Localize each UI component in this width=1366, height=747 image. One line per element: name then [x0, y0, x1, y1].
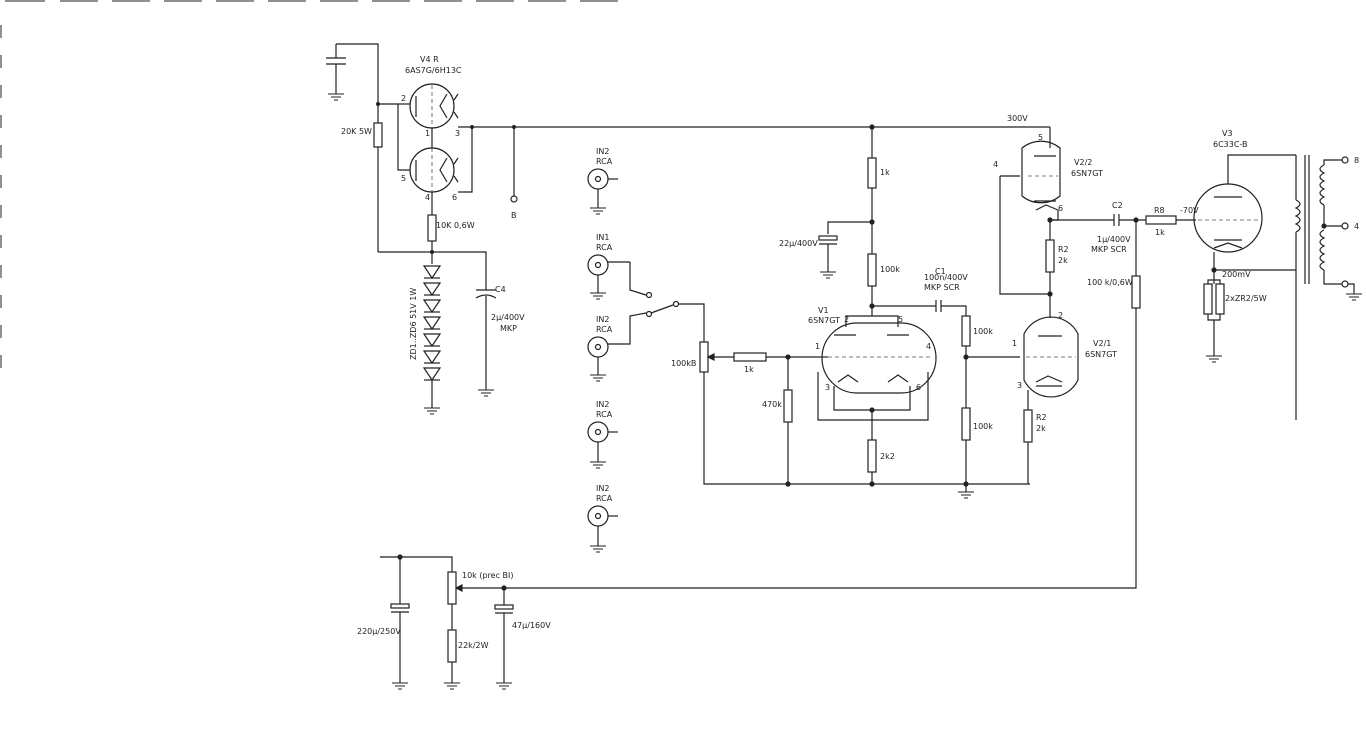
c1-value-label: 100n/400V [924, 273, 968, 282]
c4-label: C4 [495, 285, 506, 294]
resistor-10k [427, 214, 437, 242]
output-4-label: 4 [1354, 222, 1359, 231]
v3-label: V3 [1222, 129, 1233, 138]
v1-stage: 1k 22µ/400V 100k V1 6SN7GT 2 5 1 4 3 6 2… [779, 124, 1029, 499]
v3-type-label: 6C33C-B [1213, 140, 1248, 149]
r-1k-plate-label: 1k [880, 168, 890, 177]
v-minus70-label: -70V [1180, 206, 1199, 215]
v2-2-label: V2/2 [1074, 158, 1092, 167]
v3-output-stage: -70V V3 6C33C-B 200mV 2xZR2/5W 8 4 [1180, 129, 1362, 420]
in2-b-label: IN2 [596, 315, 609, 324]
v1-pin-1: 1 [815, 342, 820, 351]
r-2k2-label: 2k2 [880, 452, 895, 461]
v4-regulator-section: V4 R 6AS7G/6H13C 20K 5W 10K 0,6W ZD1..ZD… [326, 43, 1050, 415]
v4-pin-5: 5 [401, 174, 406, 183]
c4-type-label: MKP [500, 324, 517, 333]
v4-pin-1: 1 [425, 129, 430, 138]
r-100k-06w-label: 100 k/0,6W [1087, 278, 1133, 287]
rca-e-label: RCA [596, 494, 613, 503]
zener-stack [422, 265, 442, 382]
resistor-20k [373, 122, 383, 148]
v2-2-pin-5: 5 [1038, 133, 1043, 142]
cap-22u-label: 22µ/400V [779, 239, 818, 248]
pot-100kb-label: 100kB [671, 359, 696, 368]
v2-1-pin-1: 1 [1012, 339, 1017, 348]
r-100k-c-label: 100k [973, 422, 993, 431]
cap-220u-label: 220µ/250V [357, 627, 401, 636]
300v-label: 300V [1007, 114, 1028, 123]
v4-label: V4 R [420, 55, 439, 64]
r2-a-label: R2 [1058, 245, 1069, 254]
pot-10k-label: 10k (prec BI) [462, 571, 514, 580]
r-2x2r2-label: 2xZR2/5W [1225, 294, 1267, 303]
r-470k-label: 470k [762, 400, 782, 409]
v4-pin-6: 6 [452, 193, 457, 202]
output-8-label: 8 [1354, 156, 1359, 165]
bias-supply-section: 10k (prec BI) 220µ/250V 22k/2W 47µ/160V [357, 554, 551, 690]
v4-pin-4: 4 [425, 193, 430, 202]
input-section: IN2 RCA IN1 RCA IN2 RCA IN2 RCA IN2 RCA … [587, 147, 1030, 553]
in2-a-label: IN2 [596, 147, 609, 156]
zener-label: ZD1..ZD6 51V 1W [409, 288, 418, 360]
in1-label: IN1 [596, 233, 609, 242]
v1-pin-5: 5 [898, 315, 903, 324]
in2-c-label: IN2 [596, 400, 609, 409]
v4-type-label: 6AS7G/6H13C [405, 66, 462, 75]
node-b-label: B [511, 211, 517, 220]
rca-d-label: RCA [596, 410, 613, 419]
c2-label: C2 [1112, 201, 1123, 210]
v2-stage: 300V V2/2 6SN7GT 5 4 6 R2 2k V2/1 6SN7GT… [454, 114, 1196, 592]
r-22k-label: 22k/2W [458, 641, 489, 650]
rca-a-label: RCA [596, 157, 613, 166]
r-20k-label: 20K 5W [341, 127, 372, 136]
v2-1-type-label: 6SN7GT [1085, 350, 1117, 359]
r-1k-input-label: 1k [744, 365, 754, 374]
v2-1-label: V2/1 [1093, 339, 1111, 348]
v1-label: V1 [818, 306, 829, 315]
r-100k-b-label: 100k [973, 327, 993, 336]
v1-pin-3: 3 [825, 383, 830, 392]
r2-b-label: R2 [1036, 413, 1047, 422]
c2-type-label: MKP SCR [1091, 245, 1127, 254]
r8-label: R8 [1154, 206, 1165, 215]
v1-type-label: 6SN7GT [808, 316, 840, 325]
rca-c-label: RCA [596, 325, 613, 334]
cap-47u-label: 47µ/160V [512, 621, 551, 630]
200mv-label: 200mV [1222, 270, 1251, 279]
c1-type-label: MKP SCR [924, 283, 960, 292]
ground-symbol [328, 93, 344, 101]
v1-pin-2: 2 [844, 315, 849, 324]
r-10k-label: 10K 0,6W [436, 221, 475, 230]
v2-2-pin-4: 4 [993, 160, 998, 169]
r2-a-value-label: 2k [1058, 256, 1068, 265]
rca-b-label: RCA [596, 243, 613, 252]
r8-value-label: 1k [1155, 228, 1165, 237]
v1-pin-6: 6 [916, 383, 921, 392]
c2-value-label: 1µ/400V [1097, 235, 1131, 244]
r2-b-value-label: 2k [1036, 424, 1046, 433]
v2-2-type-label: 6SN7GT [1071, 169, 1103, 178]
v2-1-pin-2: 2 [1058, 311, 1063, 320]
in2-d-label: IN2 [596, 484, 609, 493]
v1-pin-4: 4 [926, 342, 931, 351]
v4-pin-2: 2 [401, 94, 406, 103]
v4-pin-3: 3 [455, 129, 460, 138]
r-100k-a-label: 100k [880, 265, 900, 274]
c1-label: C1 [935, 267, 946, 276]
v2-2-pin-6: 6 [1058, 204, 1063, 213]
c4-value-label: 2µ/400V [491, 313, 525, 322]
v2-1-pin-3: 3 [1017, 381, 1022, 390]
